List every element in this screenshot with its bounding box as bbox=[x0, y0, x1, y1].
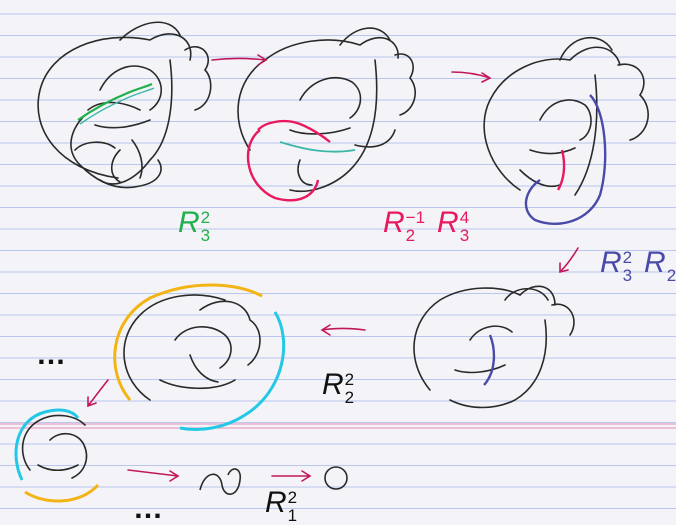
knot-diagram-5 bbox=[124, 295, 260, 400]
knot-4-purple-strand bbox=[484, 335, 494, 385]
move-superscript: 2 bbox=[623, 249, 632, 266]
move-letter: R bbox=[600, 246, 622, 279]
move-superscript: 4 bbox=[460, 209, 469, 226]
move-subscript: 2 bbox=[667, 267, 676, 284]
move-letter: R bbox=[383, 206, 405, 239]
knot-3-pink-strand bbox=[558, 150, 564, 190]
arrow-3-to-4 bbox=[560, 248, 578, 272]
arrow-1-to-2 bbox=[212, 55, 266, 65]
arrow-4-to-5 bbox=[322, 325, 365, 335]
move-subscript: 1 bbox=[288, 507, 297, 524]
move-subscript: 3 bbox=[623, 267, 632, 284]
arrow-twist-to-unknot bbox=[272, 471, 310, 481]
move-superscript: −1 bbox=[406, 209, 425, 226]
knot-2-teal-strand bbox=[280, 142, 355, 152]
move-letter: R bbox=[322, 368, 344, 401]
knot-5-cyan-arc bbox=[180, 312, 284, 429]
move-letter: R bbox=[178, 206, 200, 239]
move-subscript: 3 bbox=[201, 227, 210, 244]
knot-5-yellow-arc bbox=[115, 285, 262, 400]
arrow-2-to-3 bbox=[452, 72, 490, 82]
move-letter: R bbox=[265, 486, 287, 519]
move-superscript: 2 bbox=[288, 489, 297, 506]
knot-diagram-6 bbox=[23, 415, 87, 478]
move-subscript: 3 bbox=[460, 227, 469, 244]
knot-diagram-1 bbox=[38, 22, 211, 187]
knot-diagram-3 bbox=[484, 38, 648, 195]
move-subscript: 2 bbox=[345, 389, 354, 406]
move-subscript: 2 bbox=[406, 227, 415, 244]
ellipsis-bottom: … bbox=[133, 494, 163, 524]
knot-diagram-2 bbox=[238, 28, 415, 191]
twist-diagram bbox=[200, 469, 240, 494]
arrows bbox=[88, 55, 578, 481]
arrow-6-to-twist bbox=[128, 470, 178, 481]
knot-3-purple-loop bbox=[526, 95, 605, 224]
move-letter: R bbox=[644, 246, 666, 279]
move-superscript: 2 bbox=[345, 371, 354, 388]
move-superscript: 2 bbox=[201, 209, 210, 226]
arrow-5-to-6 bbox=[88, 380, 108, 406]
unknot-circle bbox=[325, 467, 347, 489]
knot-1-teal-highlight bbox=[80, 88, 154, 124]
ellipsis-left: … bbox=[36, 340, 66, 370]
move-letter: R bbox=[437, 206, 459, 239]
